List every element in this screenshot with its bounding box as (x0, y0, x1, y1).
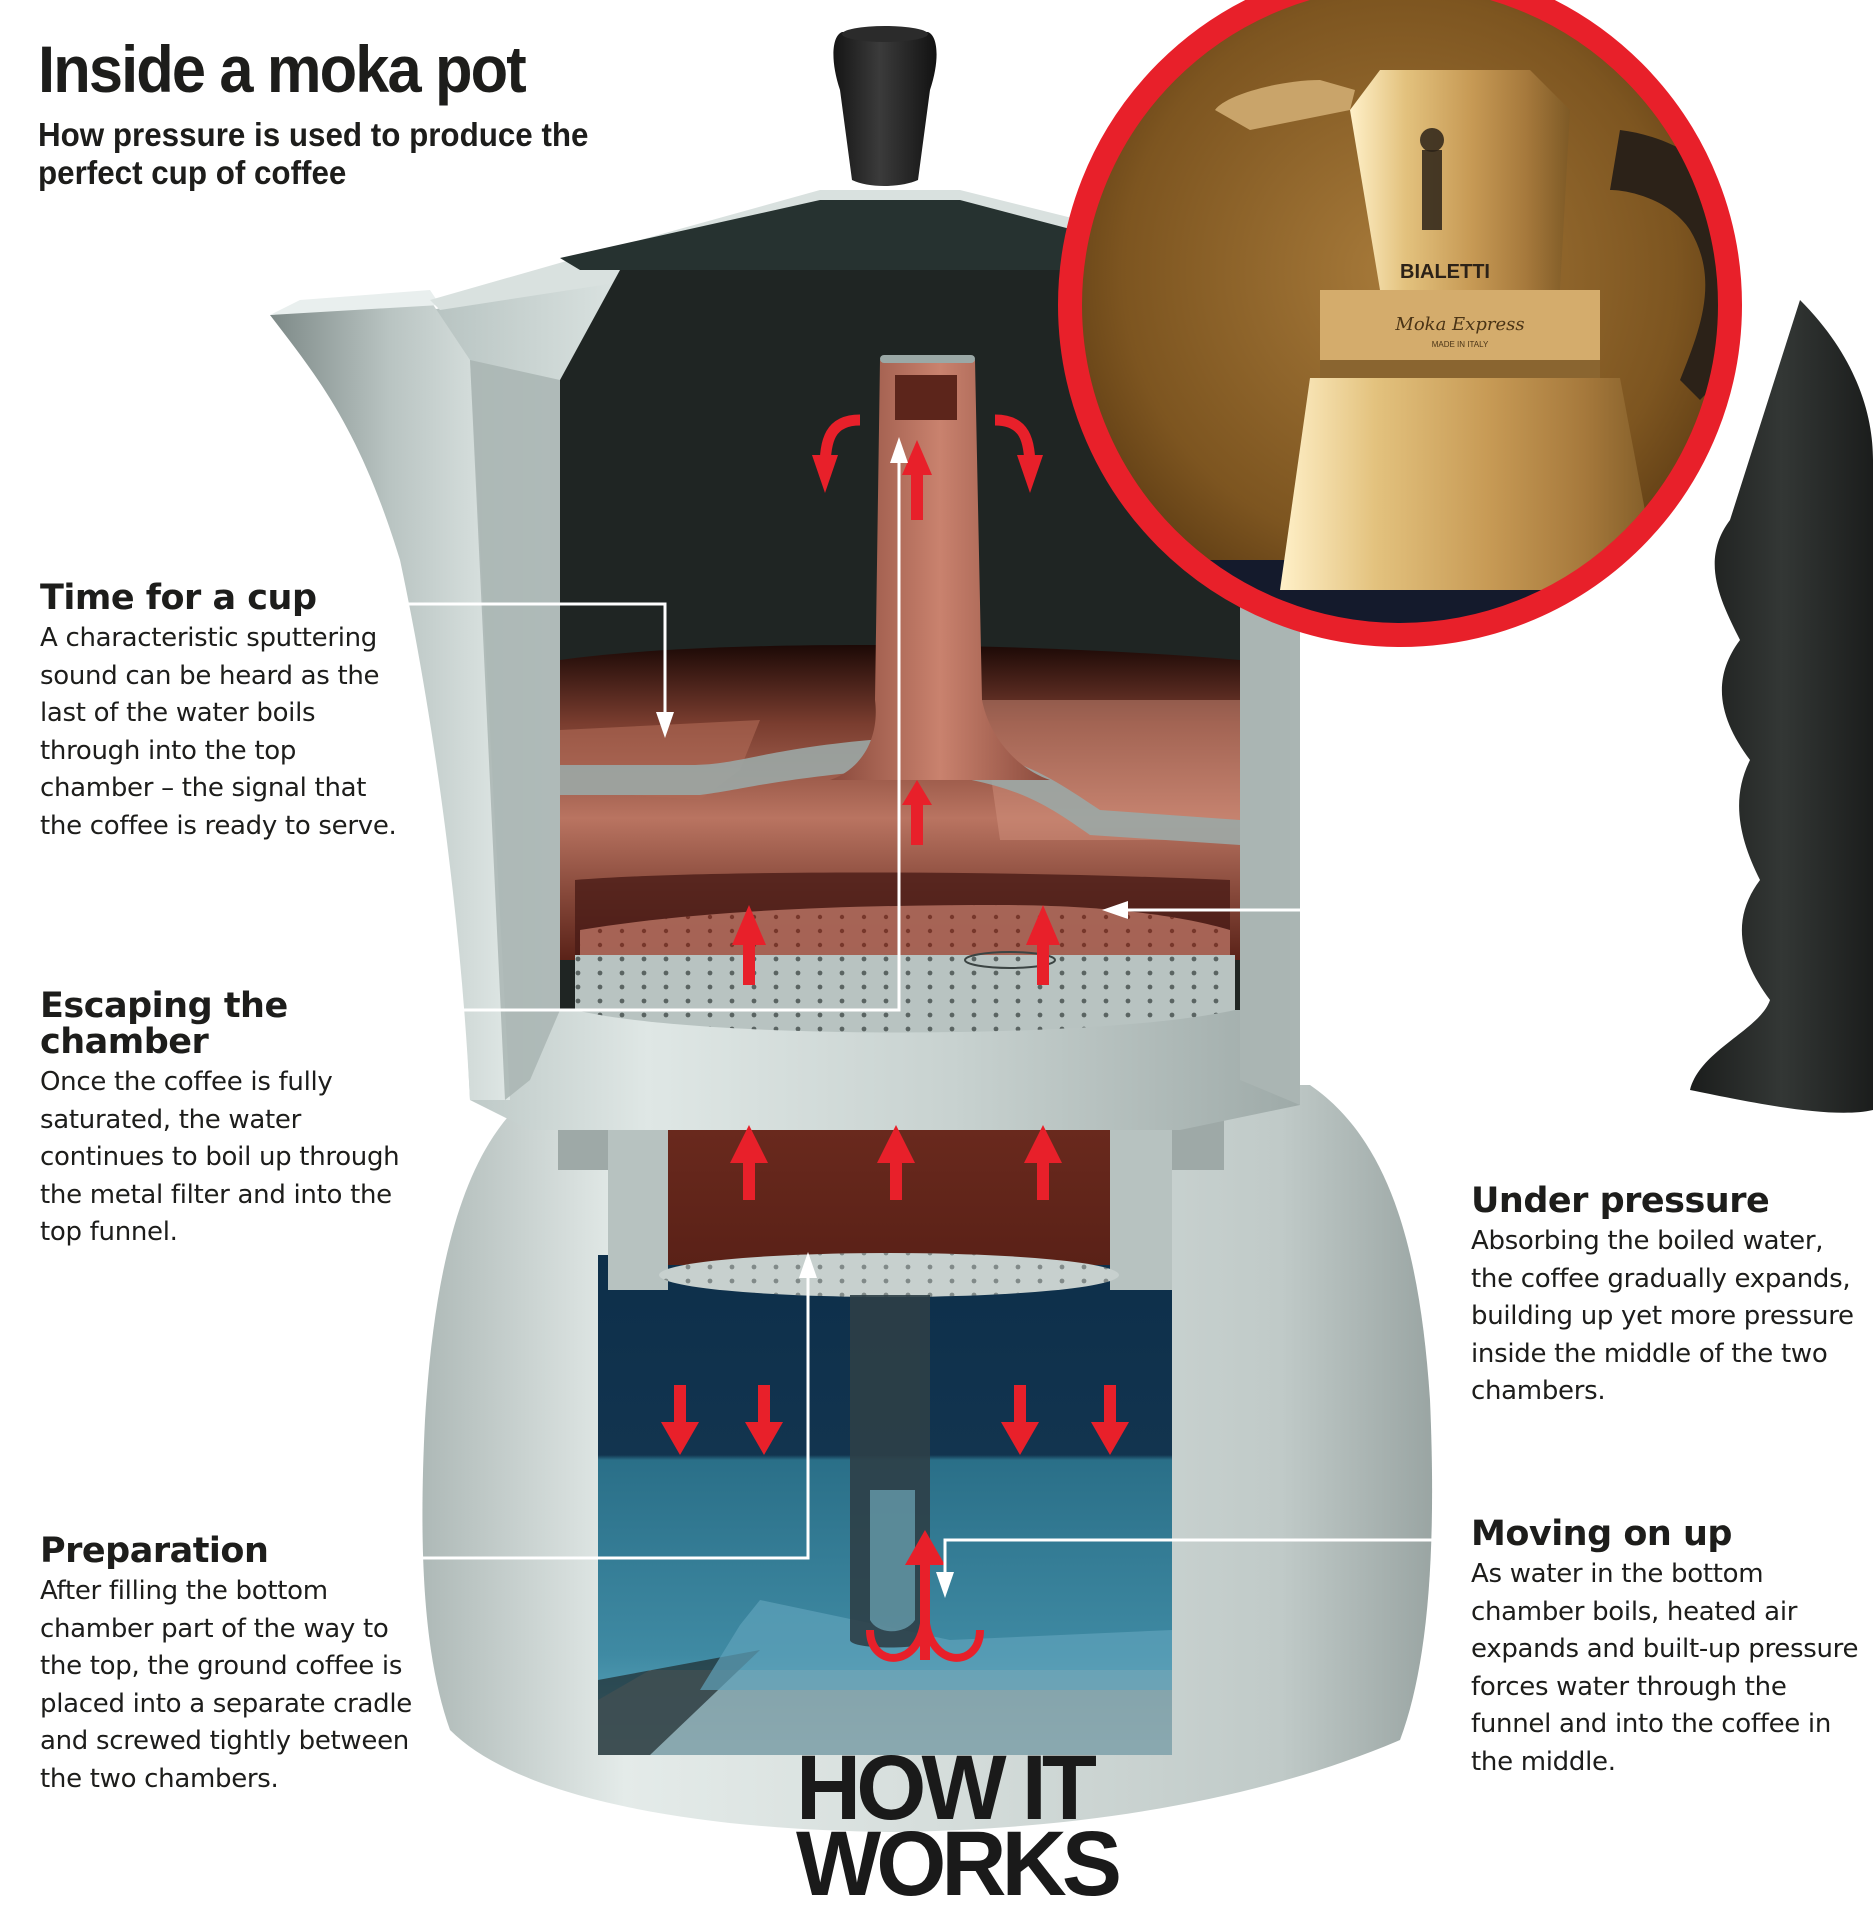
flow-arrows (661, 414, 1129, 1662)
callout-preparation: Preparation After filling the bottom cha… (40, 1533, 420, 1798)
callout-under-pressure: Under pressure Absorbing the boiled wate… (1471, 1183, 1871, 1411)
callout-body: Absorbing the boiled water, the coffee g… (1471, 1226, 1854, 1406)
photo-inset: BIALETTI Moka Express MADE IN ITALY (1058, 0, 1742, 647)
spout (270, 300, 510, 1100)
callout-body: A characteristic sputtering sound can be… (40, 623, 397, 841)
how-it-works-logo: HOW IT WORKS (796, 1737, 1168, 1915)
lid-knob (833, 32, 937, 186)
callout-body: Once the coffee is fully saturated, the … (40, 1067, 400, 1247)
callout-time-for-a-cup: Time for a cup A characteristic sputteri… (40, 580, 400, 845)
logo-line-2: WORKS (796, 1813, 1122, 1915)
callout-body: After filling the bottom chamber part of… (40, 1576, 412, 1794)
handle (1690, 300, 1873, 1113)
photo-made-in-text: MADE IN ITALY (1432, 340, 1489, 349)
callout-heading: Moving on up (1471, 1514, 1732, 1554)
callout-heading: Escaping the chamber (40, 986, 288, 1062)
callout-heading: Preparation (40, 1531, 269, 1571)
callout-body: As water in the bottom chamber boils, he… (1471, 1559, 1859, 1777)
page-title: Inside a moka pot (38, 32, 527, 106)
page-subtitle: How pressure is used to produce the perf… (38, 116, 589, 191)
callout-heading: Under pressure (1471, 1181, 1770, 1221)
callout-heading: Time for a cup (40, 578, 317, 618)
callout-moving-on-up: Moving on up As water in the bottom cham… (1471, 1516, 1871, 1781)
logo-line-1: HOW IT (796, 1737, 1097, 1839)
photo-red-ring (1058, 0, 1742, 647)
photo-brand-text: BIALETTI (1400, 261, 1490, 283)
callout-escaping-the-chamber: Escaping the chamber Once the coffee is … (40, 988, 400, 1252)
upper-funnel (830, 360, 1050, 780)
photo-script-text: Moka Express (1394, 314, 1524, 335)
